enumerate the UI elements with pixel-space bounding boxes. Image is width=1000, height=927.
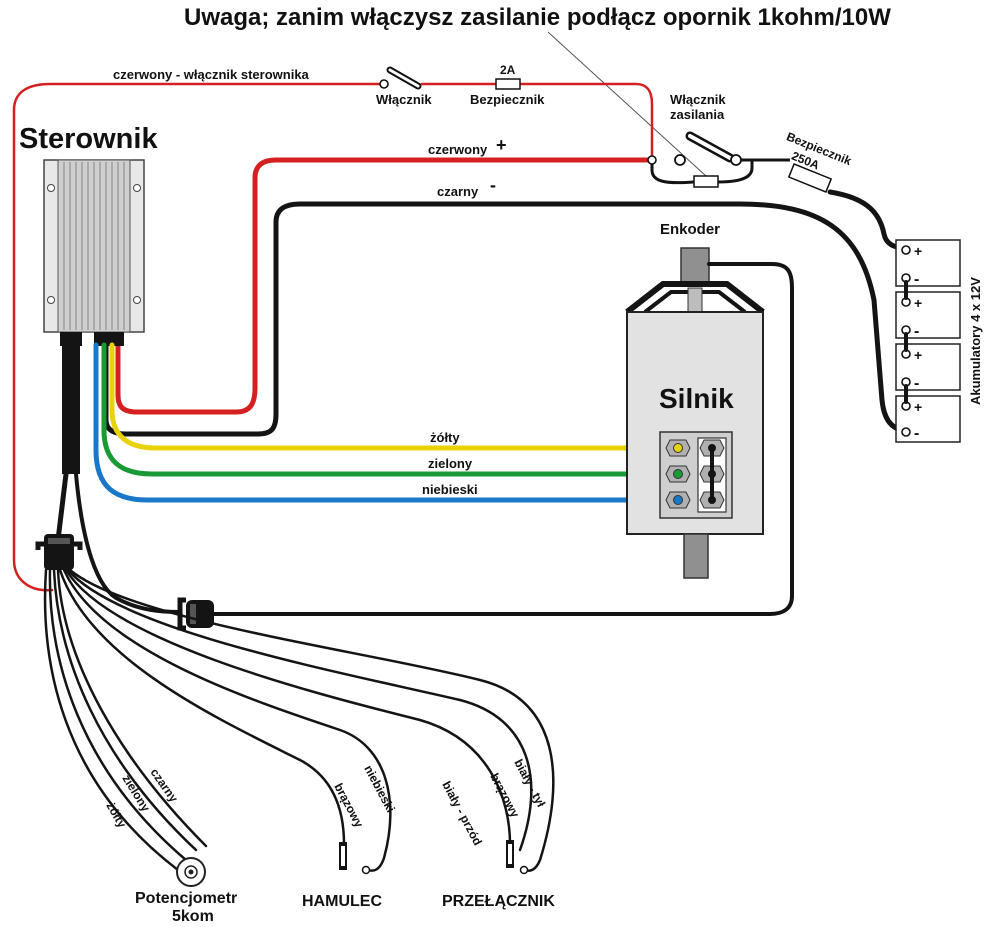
controller-title: Sterownik [19,123,158,155]
controller-switch[interactable] [379,66,422,90]
phase-wire-blue [93,342,681,503]
fuse-250a [787,163,833,193]
signal-cable-split-left [55,471,69,543]
battery-minus-label: - [914,425,919,442]
fuse-2a-value: 2A [500,63,516,77]
direction-switch[interactable] [506,840,529,875]
encoder-wire [212,262,794,616]
battery-minus-label: - [914,323,919,340]
power-minus-sign: - [490,175,496,195]
controller-switch-wire [12,82,654,592]
potentiometer-label-line2: 5kom [172,908,214,925]
battery-plus-label: + [914,347,922,363]
battery-plus-label: + [914,399,922,415]
power-switch-label-line1: Włącznik [670,92,726,107]
power-plus-sign: + [496,135,507,155]
bottom-cables [43,568,555,872]
battery-plus-label: + [914,243,922,259]
battery-minus-label: - [914,271,919,288]
brake-wire-blue-label: niebieski [361,763,397,815]
power-black-wire [103,201,909,437]
power-red-wire [115,157,655,415]
controller-power-outlet [94,332,124,346]
power-switch[interactable] [647,131,790,185]
switch-wire-brown-label: brązowy [487,771,522,820]
battery-plus-label: + [914,295,922,311]
power-switch-label-line2: zasilania [670,107,725,122]
controller-box [43,159,145,333]
battery-cell: + - [895,239,961,288]
phase-wire-green [101,342,681,477]
encoder-cable [74,472,182,614]
battery-minus-label: - [914,375,919,392]
motor-terminal-block [659,431,733,519]
encoder-connector[interactable] [177,597,214,631]
warning-title: Uwaga; zanim włączysz zasilanie podłącz … [184,4,891,31]
encoder [625,247,765,315]
switch-wire-white-front-label: biały - przód [439,779,485,848]
direction-switch-label: PRZEŁĄCZNIK [442,893,555,910]
controller-switch-wire-label: czerwony - włącznik sterownika [113,67,310,82]
phase-wire-blue-label: niebieski [422,482,478,497]
warning-leader-line [547,31,707,177]
encoder-label: Enkoder [660,221,720,238]
signal-connector[interactable] [35,534,83,570]
signal-cable-bundle [62,346,80,474]
battery-bank-label: Akumulatory 4 x 12V [968,277,983,405]
power-red-wire-label: czerwony [428,142,488,157]
bypass-resistor [693,175,719,188]
controller-switch-label: Włącznik [376,92,432,107]
brake-switch[interactable] [339,842,371,875]
fuse-2a-label: Bezpiecznik [470,92,545,107]
fuse-2a [495,78,521,90]
motor-title: Silnik [659,383,734,414]
brake-wire-brown-label: brązowy [331,781,366,830]
controller-signal-outlet [60,332,82,346]
phase-wire-yellow-label: żółty [430,430,460,445]
potentiometer[interactable] [176,857,206,887]
battery-bank: + - + - + - + - [895,239,961,443]
power-black-wire-label: czarny [437,184,479,199]
potentiometer-label-line1: Potencjometr [135,890,237,907]
brake-label: HAMULEC [302,893,382,910]
phase-wire-green-label: zielony [428,456,473,471]
phase-wire-yellow [109,342,681,451]
battery-plus-wire [827,189,909,251]
pot-wire-yellow-label: żółty [103,800,129,831]
